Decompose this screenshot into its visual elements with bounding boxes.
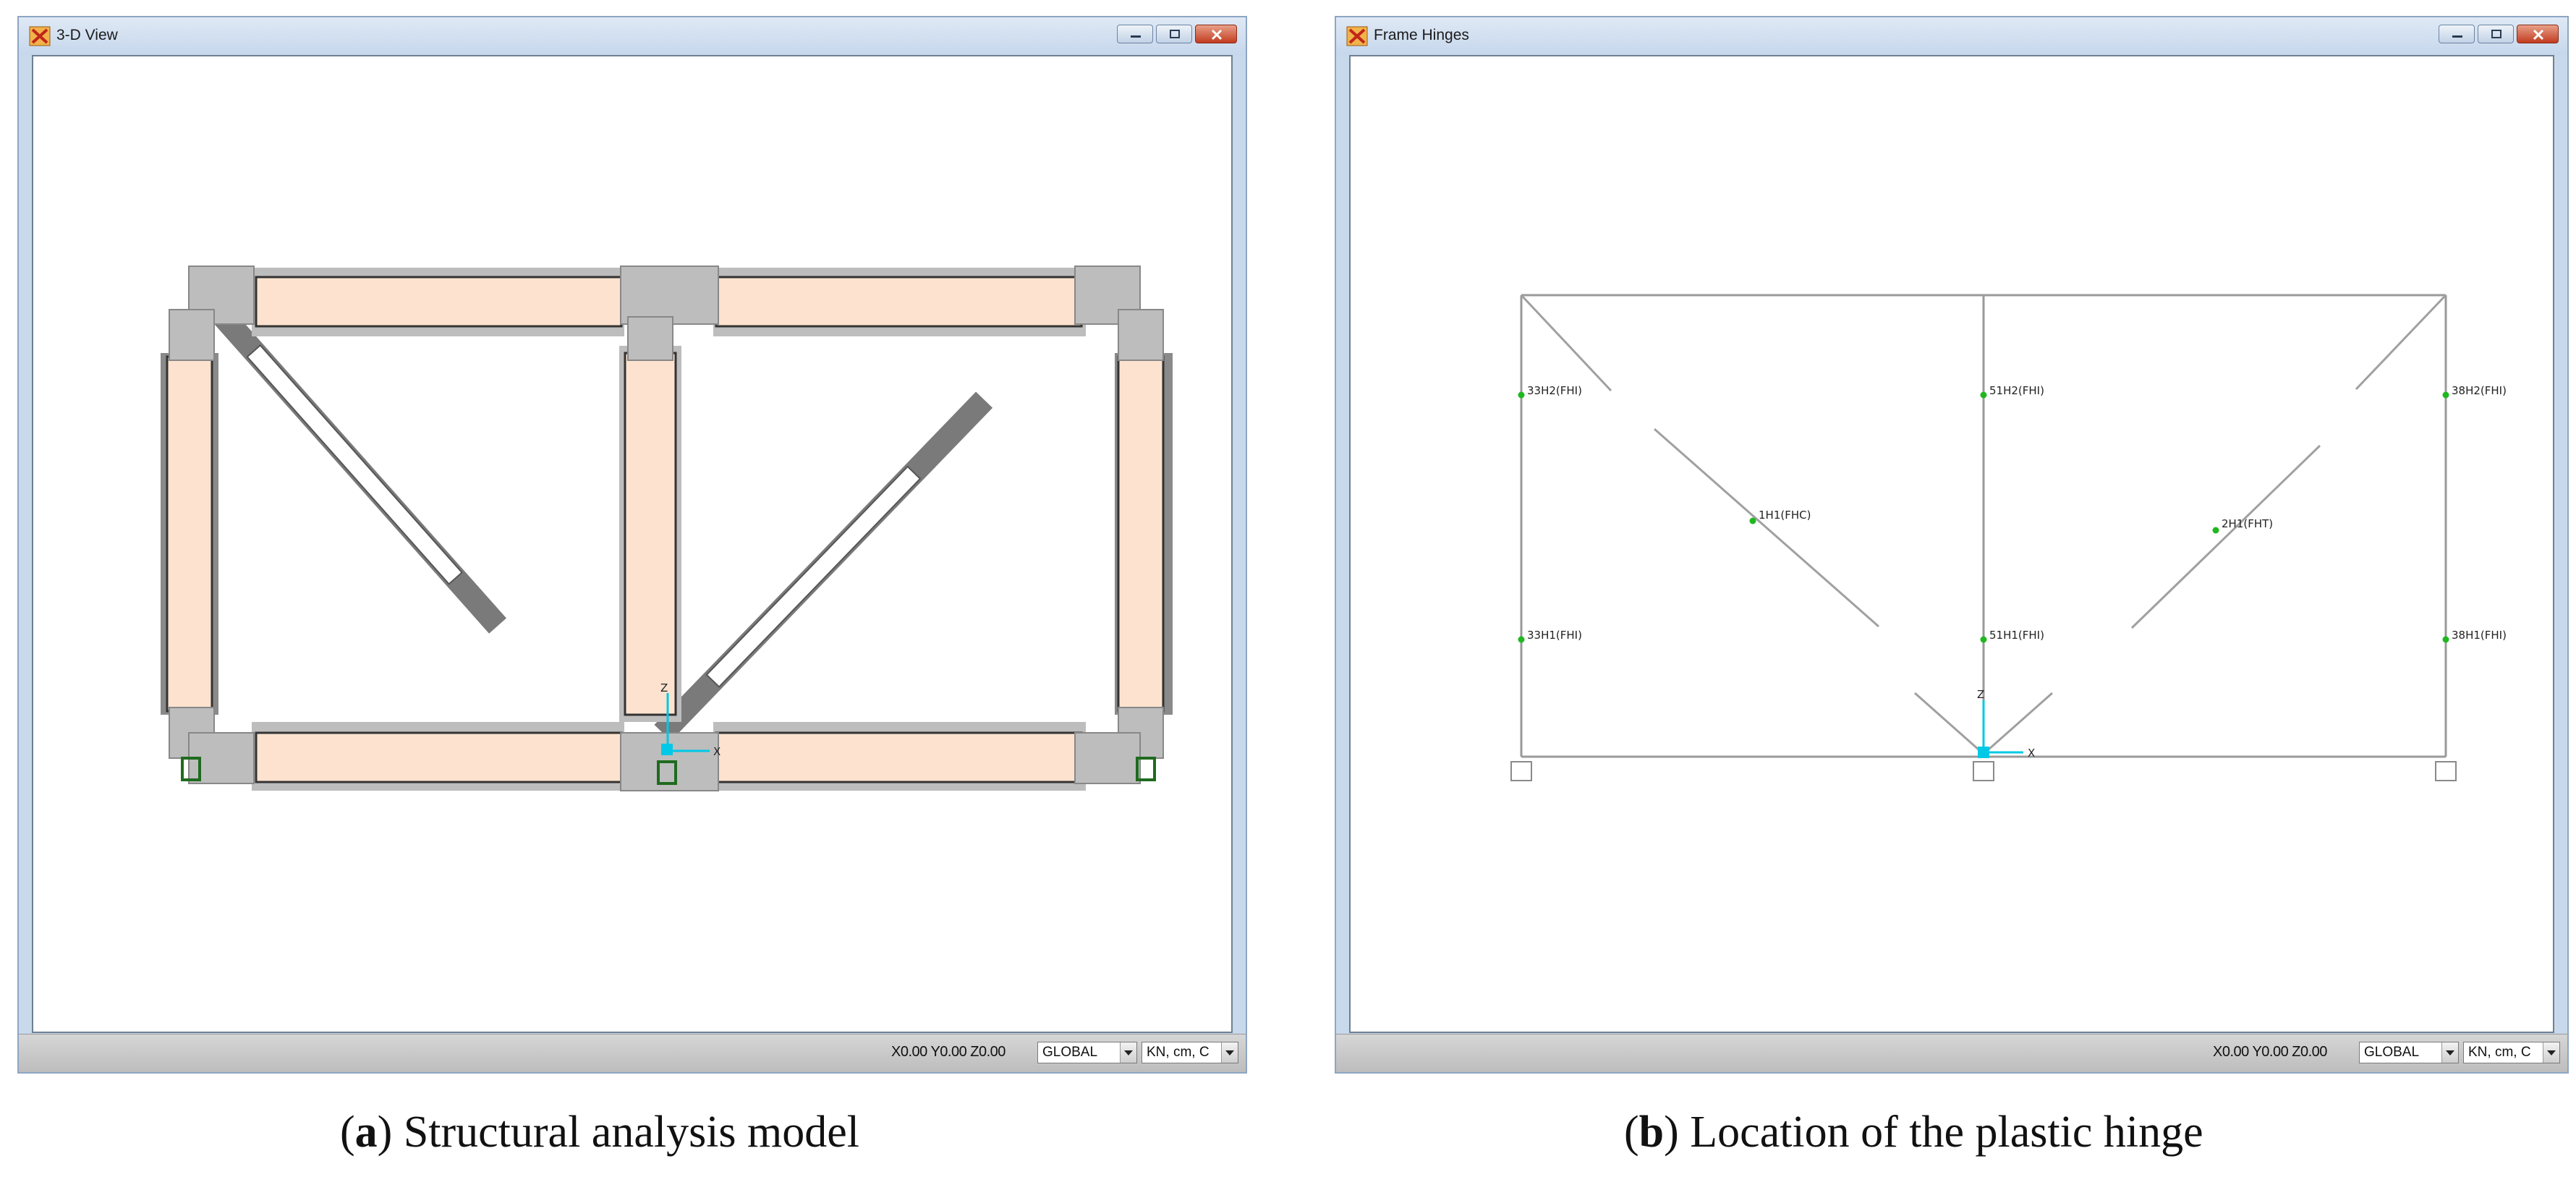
close-icon (1211, 29, 1223, 41)
chevron-down-icon[interactable] (1221, 1042, 1238, 1063)
hinge-2h1[interactable]: 2H1(FHT) (2212, 517, 2274, 534)
caption-a: (a) Structural analysis model (340, 1108, 860, 1157)
brace-right-seg1 (2355, 294, 2447, 391)
hinge-label: 33H2(FHI) (1527, 384, 1582, 397)
brace-right-seg2 (2130, 444, 2321, 629)
chevron-down-icon[interactable] (2441, 1042, 2458, 1063)
joint-top-middle (620, 265, 719, 325)
window-frame-hinges: Frame Hinges (1335, 16, 2569, 1074)
status-bar: X0.00 Y0.00 Z0.00 GLOBAL KN, cm, C (1336, 1034, 2567, 1072)
brace-left-seg3 (1914, 692, 1979, 751)
minimize-button[interactable] (2439, 25, 2475, 43)
axis-label-z: Z (660, 681, 668, 694)
window-title: Frame Hinges (1374, 27, 1469, 43)
window-3d-view: 3-D View (17, 16, 1247, 1074)
support-middle (657, 760, 677, 785)
close-button[interactable] (1195, 25, 1237, 43)
joint-top-middle-lower (627, 316, 673, 361)
hinge-label: 51H2(FHI) (1989, 384, 2044, 397)
caption-text: Structural analysis model (392, 1108, 860, 1157)
column-middle (619, 346, 681, 722)
truss-3d-rendering: Z X (161, 265, 1173, 791)
top-chord-left (252, 268, 624, 336)
global-axes-marker: Z X (660, 681, 720, 758)
minimize-icon (2452, 35, 2462, 38)
caption-letter: a (354, 1108, 378, 1157)
caption-b: (b) Location of the plastic hinge (1624, 1108, 2203, 1157)
hinge-label: 33H1(FHI) (1527, 629, 1582, 642)
column-left (161, 353, 218, 715)
units-value: KN, cm, C (2468, 1045, 2531, 1060)
caption-letter: b (1638, 1108, 1665, 1157)
brace-left-seg1 (1520, 294, 1612, 392)
support-left (1510, 761, 1532, 781)
hinge-label: 1H1(FHC) (1759, 509, 1811, 522)
joint-top-left-lower (169, 309, 215, 361)
close-icon (2533, 29, 2544, 41)
brace-left (202, 294, 506, 634)
axis-label-x: X (2028, 747, 2035, 760)
column-right (1115, 353, 1173, 715)
coordinate-readout: X0.00 Y0.00 Z0.00 (891, 1044, 1006, 1060)
caption-text: Location of the plastic hinge (1678, 1108, 2203, 1157)
hinge-38h2[interactable]: 38H2(FHI) (2442, 384, 2507, 399)
model-canvas-hinges[interactable]: 33H2(FHI) 33H1(FHI) 51H2(FHI) 51H1(FHI) … (1349, 55, 2554, 1033)
model-canvas-3d[interactable]: Z X (32, 55, 1233, 1033)
sap-app-icon (29, 26, 51, 46)
units-value: KN, cm, C (1147, 1045, 1210, 1060)
brace-right (654, 391, 993, 742)
top-chord-right (713, 268, 1086, 336)
hinge-label: 38H2(FHI) (2452, 384, 2507, 397)
chevron-down-icon[interactable] (1120, 1042, 1136, 1063)
hinge-label: 38H1(FHI) (2452, 629, 2507, 642)
joint-bottom-right-end (1074, 732, 1141, 784)
brace-right-seg3 (1988, 692, 2053, 751)
axis-label-x: X (713, 745, 720, 758)
coordinate-readout: X0.00 Y0.00 Z0.00 (2213, 1044, 2327, 1060)
support-middle (1973, 761, 1994, 781)
close-button[interactable] (2517, 25, 2559, 43)
hinge-51h1[interactable]: 51H1(FHI) (1980, 629, 2044, 643)
restore-icon (1170, 30, 1180, 38)
units-select[interactable]: KN, cm, C (1142, 1042, 1238, 1063)
sap-app-icon (1346, 26, 1368, 46)
global-axes-marker: Z X (1977, 688, 2035, 760)
coord-system-select[interactable]: GLOBAL (2359, 1042, 2459, 1063)
axis-label-z: Z (1977, 688, 1984, 701)
chevron-down-icon[interactable] (2543, 1042, 2559, 1063)
hinge-label: 51H1(FHI) (1989, 629, 2044, 642)
frame-hinges-wireframe: 33H2(FHI) 33H1(FHI) 51H2(FHI) 51H1(FHI) … (1510, 294, 2507, 781)
window-title: 3-D View (56, 27, 118, 43)
hinge-33h2[interactable]: 33H2(FHI) (1518, 384, 1582, 399)
bottom-chord-right (713, 722, 1086, 791)
minimize-icon (1131, 35, 1141, 38)
brace-left-seg2 (1654, 428, 1879, 628)
bottom-chord-left (252, 722, 624, 791)
joint-top-right-lower (1118, 309, 1164, 361)
status-bar: X0.00 Y0.00 Z0.00 GLOBAL KN, cm, C (19, 1034, 1246, 1072)
titlebar[interactable]: 3-D View (19, 17, 1246, 55)
hinge-33h1[interactable]: 33H1(FHI) (1518, 629, 1582, 643)
units-select[interactable]: KN, cm, C (2463, 1042, 2560, 1063)
coord-system-select[interactable]: GLOBAL (1037, 1042, 1137, 1063)
hinge-label: 2H1(FHT) (2222, 517, 2273, 530)
restore-button[interactable] (1156, 25, 1192, 43)
coord-system-value: GLOBAL (2364, 1045, 2420, 1060)
hinge-51h2[interactable]: 51H2(FHI) (1980, 384, 2044, 399)
hinge-1h1[interactable]: 1H1(FHC) (1749, 509, 1811, 524)
hinge-38h1[interactable]: 38H1(FHI) (2442, 629, 2507, 643)
restore-icon (2491, 30, 2501, 38)
minimize-button[interactable] (1117, 25, 1153, 43)
support-right (1136, 757, 1156, 781)
support-right (2435, 761, 2457, 781)
titlebar[interactable]: Frame Hinges (1336, 17, 2567, 55)
coord-system-value: GLOBAL (1042, 1045, 1098, 1060)
support-left (181, 757, 201, 781)
restore-button[interactable] (2478, 25, 2514, 43)
